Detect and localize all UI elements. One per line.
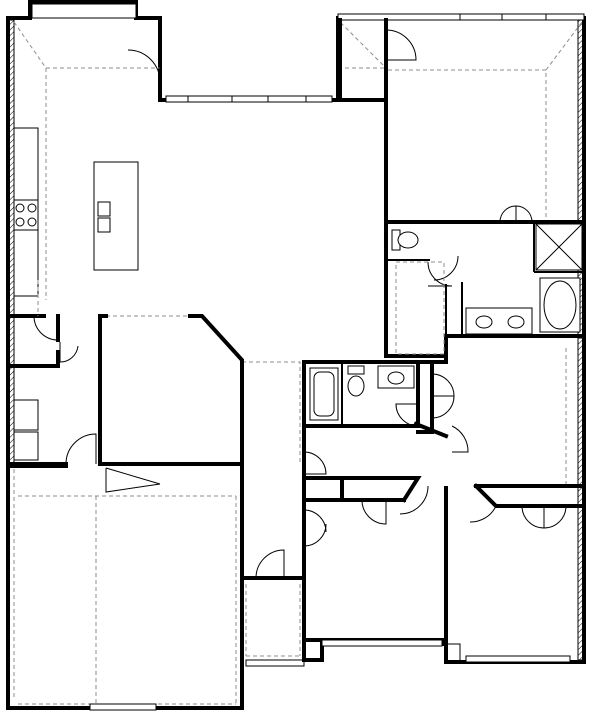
hall-bath-fixtures: [309, 365, 415, 421]
porch: [245, 643, 461, 667]
door-swings: [33, 29, 567, 579]
kitchen: [13, 127, 139, 316]
garage-details: [89, 467, 571, 711]
interior-walls: [6, 18, 586, 664]
master-bath-fixtures: [391, 223, 583, 355]
laundry: [13, 399, 39, 461]
nook-bay: [31, 3, 585, 103]
exterior-walls: [6, 0, 586, 710]
ceiling-lines: [13, 21, 583, 705]
